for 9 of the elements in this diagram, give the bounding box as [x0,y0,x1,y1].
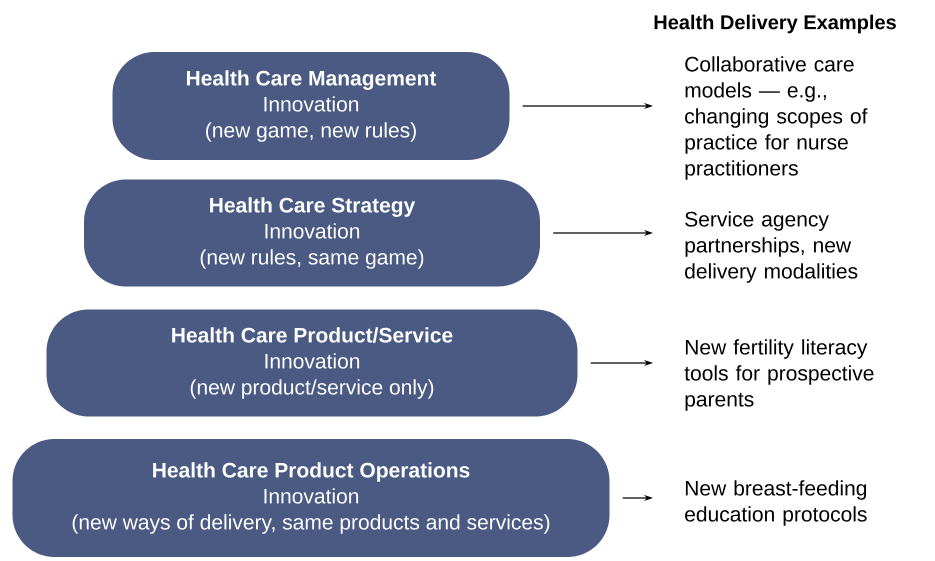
heading: Health Delivery Examples [654,14,896,34]
innovation-box: Health Care Product/Service Innovation (new product/service only) [46,310,578,416]
example-text: Collaborative care models — e.g., changing scopes of practice for nurse practitioners [685,56,868,180]
example-text: New breast-feeding education protocols [685,480,867,526]
example-text: New fertility literacy tools for prospective parents [684,339,874,411]
innovation-box: Health Care Product Operations Innovation (new ways of delivery, same products and services) [12,439,610,557]
innovation-box: Health Care Management Innovation (new game, new rules) [112,52,510,160]
example-text: Service agency partnerships, new delivery modalities [685,211,858,283]
innovation-box: Health Care Strategy Innovation (new rules, same game) [84,180,540,286]
